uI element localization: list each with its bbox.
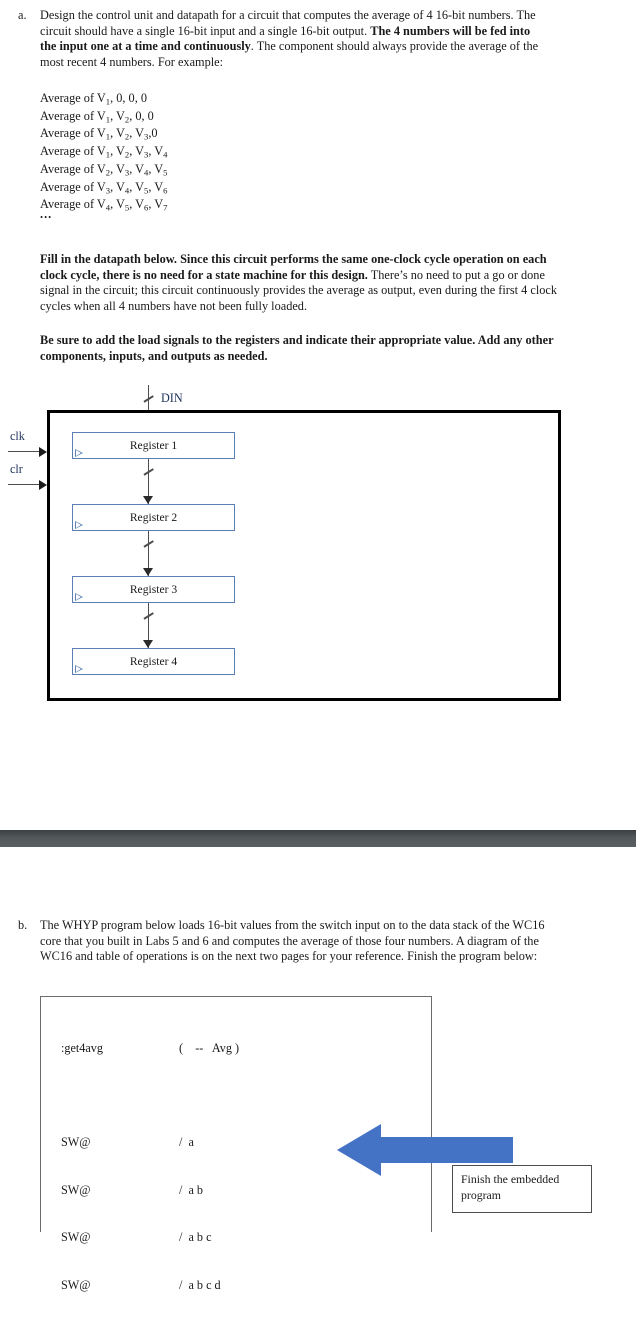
code-listing-box: :get4avg ( -- Avg ) SW@ / a SW@ / a b SW@ / … — [40, 996, 432, 1292]
code-word: SW@ — [61, 1135, 91, 1150]
part-a-text-bold: The 4 numbers will be fed into the input… — [40, 23, 531, 54]
left-arrow-icon — [337, 1124, 513, 1176]
part-a-text-1: Design the control unit and datapath for… — [40, 8, 536, 38]
fill-in-bold-text: Fill in the datapath below. Since this c… — [40, 252, 547, 282]
code-comment: / a — [179, 1135, 194, 1150]
register-block-4: Register 4 — [72, 648, 235, 675]
fill-in-normal-text: There’s no need to put a go or done sign… — [40, 267, 558, 314]
callout-text: Finish the embedded program — [461, 1172, 560, 1202]
code-comment: ( -- Avg ) — [179, 1040, 240, 1055]
clock-triangle-inner-icon — [76, 665, 82, 672]
clr-arrowhead-icon — [39, 480, 47, 490]
part-b-paragraph: The WHYP program below loads 16-bit valu… — [40, 918, 545, 964]
clock-triangle-inner-icon — [76, 521, 82, 528]
clk-label: clk — [10, 429, 25, 443]
register-1-label: Register 1 — [129, 438, 178, 452]
list-item: Average of V3, V4, V5, V6 — [40, 179, 168, 195]
code-comment: / a b c — [179, 1230, 212, 1245]
clock-triangle-inner-icon — [76, 593, 82, 600]
list-item: Average of V1, 0, 0, 0 — [40, 91, 147, 107]
clk-signal-line — [8, 451, 44, 453]
code-listing: :get4avg ( -- Avg ) SW@ / a SW@ / a b SW@ / … — [61, 1009, 239, 1325]
code-word: :get4avg — [61, 1040, 103, 1055]
code-line: SW@ / a — [61, 1135, 239, 1151]
clr-signal-line — [8, 484, 44, 486]
code-line-header: :get4avg ( -- Avg ) — [61, 1041, 239, 1057]
ellipsis-text: ... — [40, 207, 53, 221]
clk-arrowhead-icon — [39, 447, 47, 457]
bus-arrowhead-icon — [142, 568, 153, 576]
bus-arrowhead-icon — [142, 640, 153, 648]
bus-arrowhead-icon — [142, 496, 153, 504]
be-sure-paragraph: Be sure to add the load signals to the r… — [40, 333, 554, 363]
register-block-2: Register 2 — [72, 504, 235, 531]
fill-in-datapath-paragraph: Fill in the datapath below. Since this c… — [40, 252, 575, 315]
register-block-3: Register 3 — [72, 576, 235, 603]
code-comment: / a b c d — [179, 1277, 221, 1292]
code-line: SW@ / a b c d — [61, 1278, 239, 1294]
page-separator-band — [0, 830, 636, 847]
code-comment: / a b — [179, 1182, 204, 1197]
code-line: SW@ / a b — [61, 1183, 239, 1199]
part-a-text-2: . The component should always provide th… — [40, 39, 539, 69]
part-a-marker: a. — [18, 8, 27, 22]
list-item: Average of V1, V2, V3,0 — [40, 126, 158, 142]
part-b-marker: b. — [18, 918, 28, 932]
clock-triangle-inner-icon — [76, 449, 82, 456]
register-4-label: Register 4 — [129, 654, 178, 668]
question-part-a: a. Design the control unit and datapath … — [18, 8, 618, 70]
list-item: Average of V2, V3, V4, V5 — [40, 161, 168, 178]
code-line-blank — [61, 1088, 239, 1104]
list-item: Average of V1, V2, 0, 0 — [40, 108, 154, 125]
register-block-1: Register 1 — [72, 432, 235, 459]
part-a-paragraph: Design the control unit and datapath for… — [40, 8, 540, 70]
clr-label: clr — [10, 462, 23, 476]
bus-line-reg1-reg2 — [147, 459, 150, 504]
list-item: Average of V4, V5, V6, V7 — [40, 197, 168, 213]
register-2-label: Register 2 — [129, 510, 178, 524]
question-part-b: b. The WHYP program below loads 16-bit v… — [18, 918, 618, 965]
code-word: SW@ — [61, 1230, 91, 1245]
bus-line-reg3-reg4 — [147, 603, 150, 648]
register-3-label: Register 3 — [129, 582, 178, 596]
bus-line-reg2-reg3 — [147, 531, 150, 576]
datapath-diagram: DIN clk clr Register 1 Register 2 Regist… — [0, 385, 636, 715]
callout-box: Finish the embedded program — [452, 1165, 592, 1213]
average-examples-list: Average of V1, 0, 0, 0 Average of V1, V2… — [40, 91, 167, 215]
din-bus-line — [147, 385, 150, 432]
code-line: SW@ / a b c — [61, 1230, 239, 1246]
code-word: SW@ — [61, 1182, 91, 1197]
din-label: DIN — [161, 391, 183, 405]
code-word: SW@ — [61, 1277, 91, 1292]
list-item: Average of V1, V2, V3, V4 — [40, 144, 168, 160]
